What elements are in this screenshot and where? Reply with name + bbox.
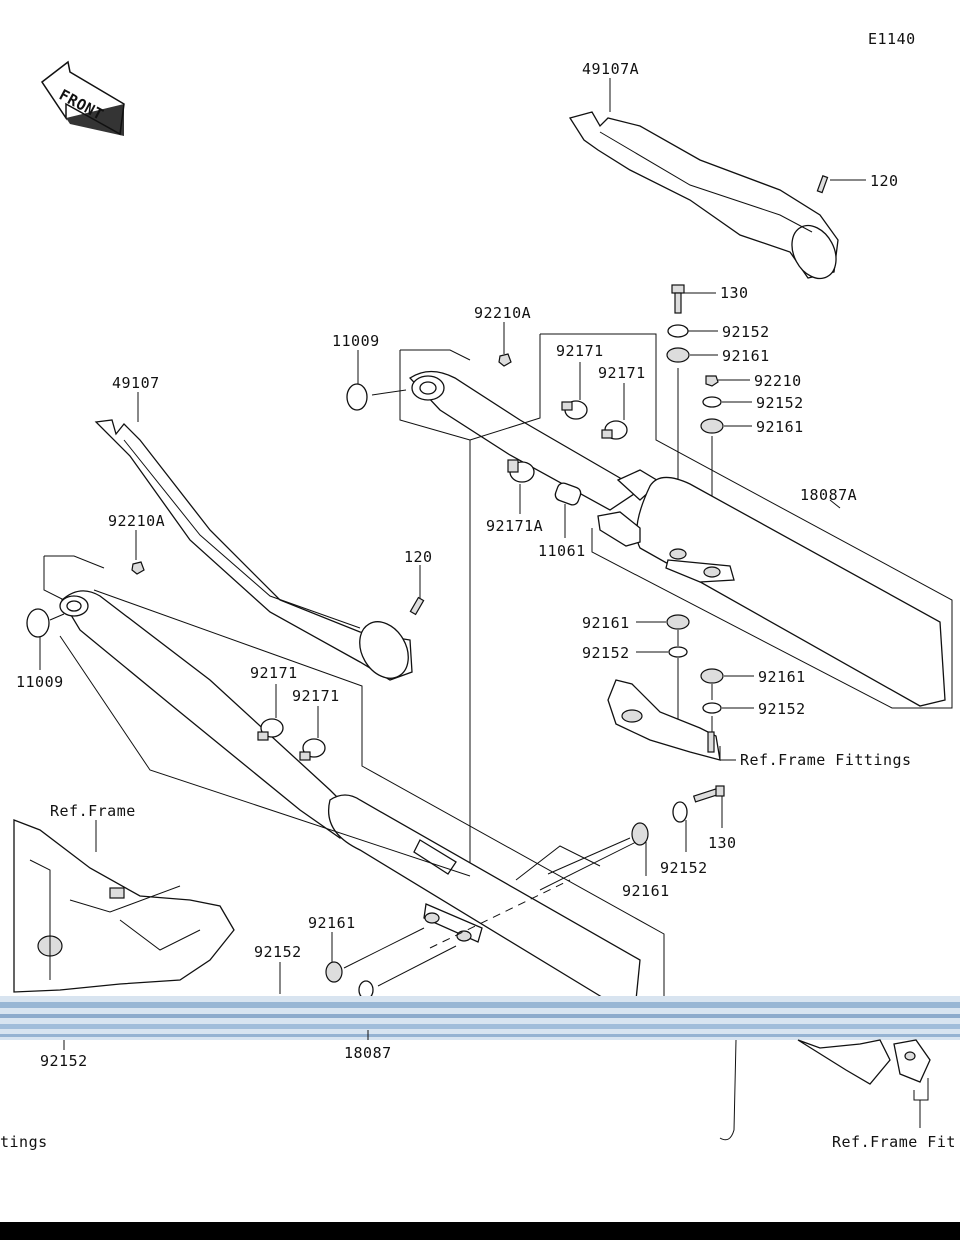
label-92161-b: 92161 — [756, 418, 804, 436]
grommet-92161-e — [631, 822, 649, 846]
heat-guard-49107 — [94, 419, 413, 681]
label-18087: 18087 — [344, 1044, 392, 1062]
grommet-92161-f — [325, 961, 343, 983]
label-92152-e: 92152 — [660, 859, 708, 877]
clamp-92171-a — [561, 400, 588, 420]
label-92152-d: 92152 — [758, 700, 806, 718]
label-92161-c: 92161 — [582, 614, 630, 632]
clamp-92171A — [507, 459, 535, 483]
frame-fitting-bracket-right — [607, 679, 721, 761]
clamp-92171-c — [257, 718, 284, 741]
label-120-top: 120 — [870, 172, 899, 190]
label-92152-b: 92152 — [756, 394, 804, 412]
bottom-black-bar — [0, 1222, 960, 1240]
label-92161-d: 92161 — [758, 668, 806, 686]
label-11009-top: 11009 — [332, 332, 380, 350]
clamp-92171-b — [601, 420, 628, 440]
heat-guard-49107A — [568, 111, 839, 280]
washer-92152-c — [668, 646, 688, 658]
label-18087A: 18087A — [800, 486, 857, 504]
label-11009-left: 11009 — [16, 673, 64, 691]
grommet-92161-c — [666, 614, 690, 630]
bolt-120-mid — [409, 596, 425, 616]
bolt-130-top — [671, 284, 685, 314]
label-92152-f: 92152 — [254, 943, 302, 961]
label-120-mid: 120 — [404, 548, 433, 566]
cable — [719, 1039, 737, 1141]
gasket-11009-left — [26, 608, 50, 638]
frame-fragment — [13, 819, 235, 993]
label-92161-e: 92161 — [622, 882, 670, 900]
label-92152-c: 92152 — [582, 644, 630, 662]
muffler-18087A — [399, 349, 946, 707]
label-49107: 49107 — [112, 374, 160, 392]
label-130-top: 130 — [720, 284, 749, 302]
gasket-11009-top — [346, 383, 368, 411]
grommet-92161-d — [700, 668, 724, 684]
sleeve-11061 — [554, 482, 582, 506]
nut-92210A-left — [131, 561, 145, 575]
label-130-mid: 130 — [708, 834, 737, 852]
label-92171-d: 92171 — [292, 687, 340, 705]
diagram-code: E1140 — [868, 30, 916, 48]
nut-92210A-top — [498, 353, 512, 367]
label-49107A: 49107A — [582, 60, 639, 78]
washer-92152-a — [667, 324, 689, 338]
label-92171-c: 92171 — [250, 664, 298, 682]
label-92210A-top: 92210A — [474, 304, 531, 322]
label-92210: 92210 — [754, 372, 802, 390]
bolt-130-mid — [692, 785, 725, 803]
label-92152-g: 92152 — [40, 1052, 88, 1070]
label-92161-f: 92161 — [308, 914, 356, 932]
label-92210A-left: 92210A — [108, 512, 165, 530]
clamp-92171-d — [299, 738, 326, 761]
frame-fitting-bracket-bottom — [797, 1039, 931, 1085]
washer-92152-e — [672, 801, 688, 823]
label-11061: 11061 — [538, 542, 586, 560]
muffler-18087 — [43, 555, 641, 1003]
ref-frame-label: Ref.Frame — [50, 802, 136, 820]
label-92152-a: 92152 — [722, 323, 770, 341]
nut-92210 — [705, 375, 719, 387]
ref-frame-fittings-bottom: Ref.Frame Fit — [832, 1133, 956, 1151]
washer-92152-d — [702, 702, 722, 714]
ref-frame-fittings-right: Ref.Frame Fittings — [740, 751, 912, 769]
grommet-92161-b — [700, 418, 724, 434]
water-band — [0, 996, 960, 1040]
label-92171-a: 92171 — [556, 342, 604, 360]
front-arrow-icon: FRONT — [40, 60, 125, 136]
grommet-92161-a — [666, 347, 690, 363]
washer-92152-b — [702, 396, 722, 408]
label-92171A: 92171A — [486, 517, 543, 535]
ref-frame-fittings-left: tings — [0, 1133, 48, 1151]
label-92161-a: 92161 — [722, 347, 770, 365]
label-92171-b: 92171 — [598, 364, 646, 382]
